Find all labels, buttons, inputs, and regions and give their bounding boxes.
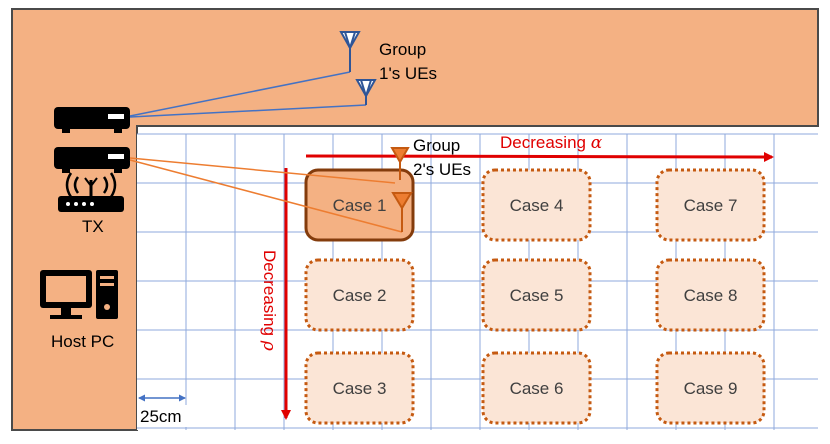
case-label: Case 1 <box>333 196 387 215</box>
group2-antenna-a-icon <box>390 147 410 180</box>
link-group1-antenna-b <box>129 104 367 118</box>
group1-label-line2: 1's UEs <box>379 64 437 83</box>
case-label: Case 6 <box>510 379 564 398</box>
case-label: Case 9 <box>684 379 738 398</box>
alpha-symbol: α <box>591 133 603 153</box>
case-1: Case 1 <box>304 168 415 242</box>
router-1-icon <box>54 107 130 133</box>
case-label: Case 4 <box>510 196 564 215</box>
case-box <box>304 351 415 425</box>
case-label: Case 2 <box>333 286 387 305</box>
decreasing-alpha-arrow <box>305 151 774 162</box>
case-label: Case 5 <box>510 286 564 305</box>
link-group1-antenna-a <box>129 71 351 117</box>
case-8: Case 8 <box>655 258 766 332</box>
case-label: Case 7 <box>684 196 738 215</box>
case-label: Case 8 <box>684 286 738 305</box>
case-5: Case 5 <box>481 258 592 332</box>
group1-antenna-b-icon <box>355 79 377 105</box>
router-2-icon <box>54 147 130 173</box>
decreasing-alpha-label: Decreasing α <box>500 133 603 153</box>
case-grid: Case 1 Case 2 Case 3 Case 4 Case 5 Case 6 Case… <box>304 168 766 425</box>
decreasing-alpha-text: Decreasing <box>500 133 586 152</box>
decreasing-rho-text: Decreasing <box>260 250 279 336</box>
case-box <box>304 168 415 242</box>
room-area <box>11 8 819 431</box>
case-label: Case 3 <box>333 379 387 398</box>
group2-label-line1: Group <box>413 136 460 155</box>
case-box <box>655 258 766 332</box>
tx-label: TX <box>82 217 104 236</box>
host-pc-icon <box>40 270 118 319</box>
rho-symbol: ρ <box>259 340 279 351</box>
case-box <box>481 351 592 425</box>
case-7: Case 7 <box>655 168 766 242</box>
decreasing-rho-label: Decreasing ρ <box>259 250 279 351</box>
case-6: Case 6 <box>481 351 592 425</box>
scale-label: 25cm <box>140 407 182 426</box>
group2-label-line2: 2's UEs <box>413 160 471 179</box>
case-3: Case 3 <box>304 351 415 425</box>
host-pc-label: Host PC <box>51 332 114 351</box>
case-box <box>304 258 415 332</box>
case-9: Case 9 <box>655 351 766 425</box>
case-box <box>481 168 592 242</box>
case-2: Case 2 <box>304 258 415 332</box>
scale-label-bg <box>139 405 187 427</box>
wifi-router-icon <box>58 172 124 212</box>
case-box <box>481 258 592 332</box>
link-group2-antenna-a <box>129 157 396 184</box>
group2-antenna-b-icon <box>391 192 413 232</box>
link-group2-antenna-b <box>129 159 403 233</box>
case-box <box>655 168 766 242</box>
group1-label-line1: Group <box>379 40 426 59</box>
group1-antenna-a-icon <box>339 31 361 72</box>
case-box <box>655 351 766 425</box>
case-4: Case 4 <box>481 168 592 242</box>
